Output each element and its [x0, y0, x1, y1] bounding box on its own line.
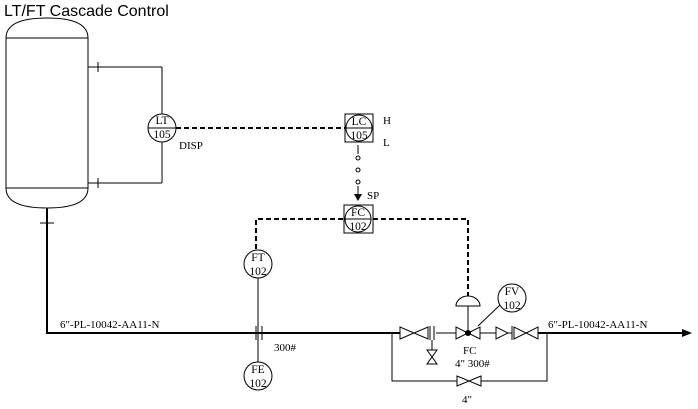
valve-size-label: 4" 300# [455, 358, 490, 370]
fe-number: 102 [249, 378, 267, 390]
flange-rating-label: 300# [274, 342, 297, 354]
signal-lc-to-fc [354, 145, 362, 201]
fv-tag: FV [505, 286, 520, 298]
setpoint-label: SP [367, 190, 379, 202]
high-label: H [383, 115, 391, 127]
fc-102-bubble[interactable]: FC 102 [343, 204, 374, 234]
signal-ft-to-fc [255, 218, 344, 249]
control-valve-station [399, 295, 539, 365]
lt-105-bubble[interactable]: LT 105 [147, 113, 177, 143]
process-line-inlet [46, 208, 400, 334]
lc-105-bubble[interactable]: LC 105 [344, 113, 374, 143]
signal-fc-to-fv [373, 218, 469, 296]
ft-tag: FT [251, 252, 264, 264]
lc-number: 105 [350, 130, 368, 142]
disp-label: DISP [179, 140, 203, 152]
fc-number: 102 [349, 221, 367, 233]
valve-fail-action-label: FC [463, 345, 476, 357]
outlet-line-number: 6"-PL-10042-AA11-N [548, 319, 647, 331]
bypass-line [391, 333, 548, 387]
orifice-flange [255, 326, 263, 340]
fv-102-bubble[interactable]: FV 102 [477, 283, 527, 327]
lt-tag: LT [156, 115, 169, 127]
diagram-title: LT/FT Cascade Control [4, 3, 169, 20]
flow-arrow-icon [682, 329, 692, 337]
lt-number: 105 [153, 129, 171, 141]
inlet-line-number: 6"-PL-10042-AA11-N [60, 319, 159, 331]
vessel [5, 17, 89, 224]
lc-tag: LC [352, 116, 367, 128]
fv-number: 102 [503, 300, 521, 312]
ft-102-bubble[interactable]: FT 102 [243, 249, 273, 279]
ft-number: 102 [249, 266, 267, 278]
lt-connections [88, 62, 163, 188]
fc-tag: FC [351, 207, 365, 219]
bypass-size-label: 4" [462, 394, 472, 406]
low-label: L [383, 137, 390, 149]
fe-tag: FE [251, 364, 264, 376]
fe-102-bubble[interactable]: FE 102 [243, 361, 273, 391]
